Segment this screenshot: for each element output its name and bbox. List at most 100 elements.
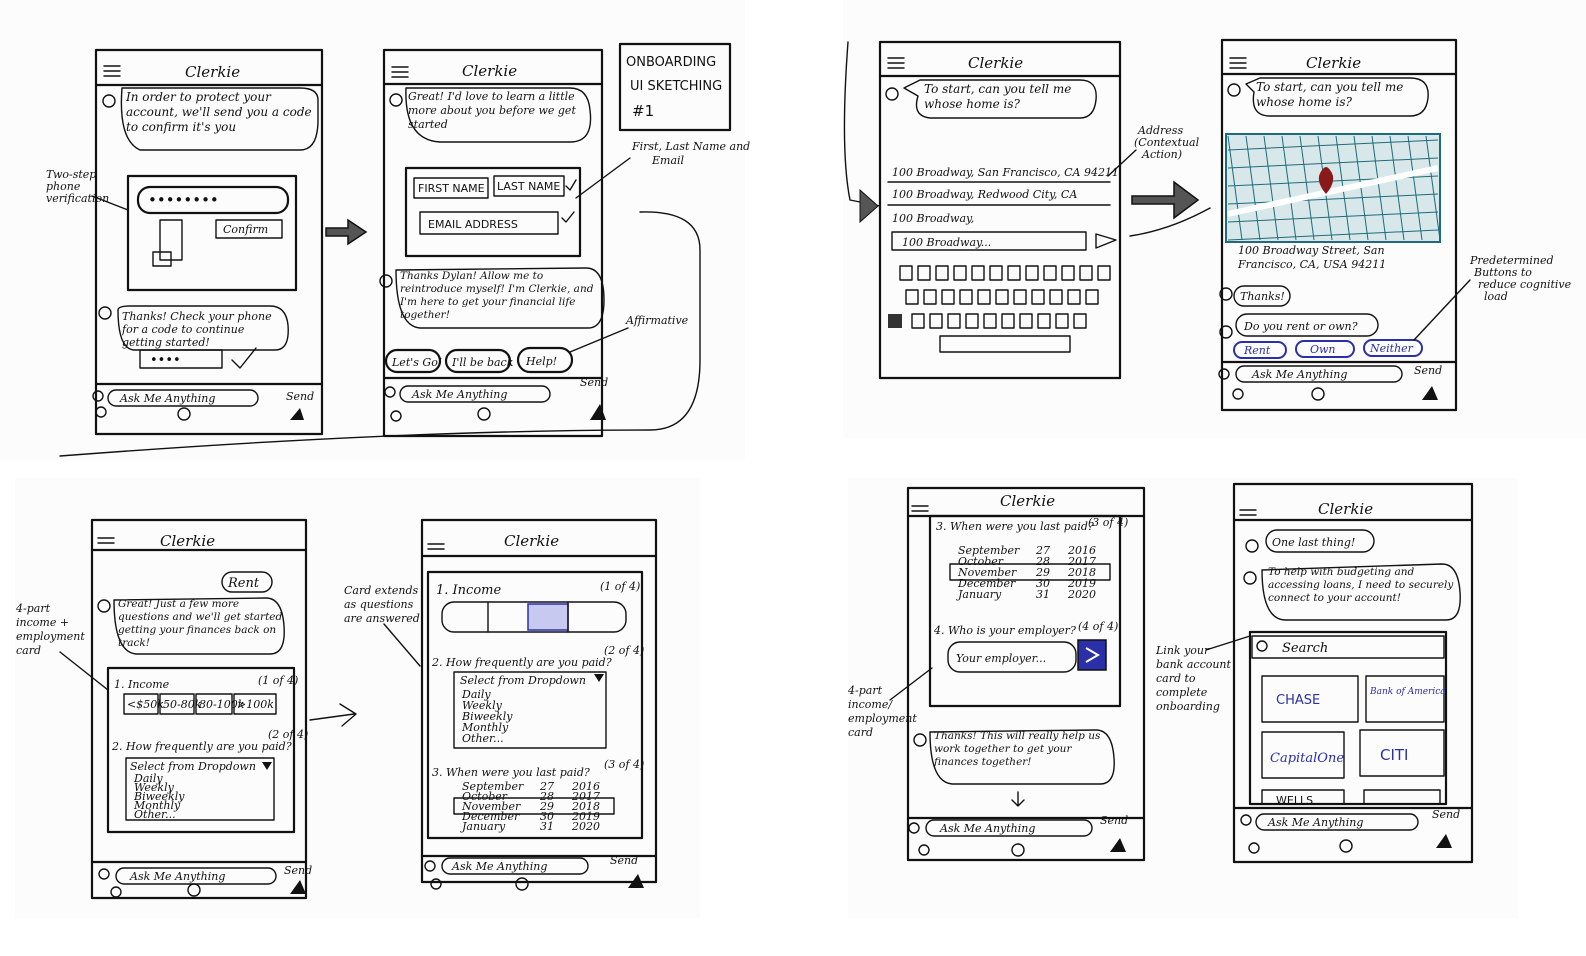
keyboard-key[interactable] [1007, 265, 1021, 281]
ask-input[interactable] [107, 389, 259, 407]
year-option[interactable]: 2018 [571, 800, 600, 813]
profile-icon[interactable] [515, 877, 529, 891]
day-option[interactable]: 29 [1035, 566, 1050, 579]
ask-input[interactable] [1235, 365, 1403, 383]
keyboard-key[interactable] [899, 265, 913, 281]
lightbulb-icon[interactable] [110, 886, 122, 898]
rent-button[interactable] [1233, 341, 1287, 359]
phone-number-input[interactable] [136, 185, 290, 215]
year-option[interactable]: 2019 [571, 810, 600, 823]
month-option[interactable]: January [956, 588, 1002, 601]
income-option[interactable] [123, 693, 159, 715]
year-option[interactable]: 2018 [1067, 566, 1096, 579]
keyboard-key[interactable] [911, 313, 925, 329]
menu-icon[interactable] [1229, 57, 1247, 69]
lightbulb-icon[interactable] [1248, 842, 1260, 854]
dropdown-item[interactable]: Biweekly [461, 710, 513, 723]
month-option[interactable]: November [461, 800, 521, 813]
plus-icon[interactable] [98, 868, 110, 880]
income-selected[interactable] [527, 603, 569, 631]
mascot-icon[interactable] [590, 404, 606, 420]
day-option[interactable]: 31 [540, 820, 554, 833]
own-button[interactable] [1295, 340, 1355, 358]
mascot-icon[interactable] [628, 874, 644, 888]
month-option[interactable]: December [461, 810, 520, 823]
menu-icon[interactable] [1239, 509, 1257, 516]
year-option[interactable]: 2017 [571, 790, 600, 803]
year-option[interactable]: 2016 [571, 780, 600, 793]
income-option[interactable] [233, 693, 277, 715]
send-label[interactable]: Send [286, 390, 314, 403]
keyboard-key[interactable] [1097, 265, 1111, 281]
dropdown-item[interactable]: Monthly [133, 799, 181, 812]
profile-icon[interactable] [177, 407, 191, 421]
bank-tile-boa[interactable] [1365, 675, 1445, 723]
mascot-icon[interactable] [1422, 386, 1438, 400]
first-name-input[interactable] [413, 177, 489, 199]
plus-icon[interactable] [1218, 368, 1230, 380]
send-label[interactable]: Send [1414, 364, 1442, 377]
income-option[interactable] [159, 693, 195, 715]
keyboard-key[interactable] [1049, 289, 1063, 305]
dropdown-item[interactable]: Other... [462, 732, 504, 745]
keyboard-key[interactable] [1001, 313, 1015, 329]
dropdown-item[interactable]: Daily [133, 772, 163, 785]
ask-input[interactable] [925, 819, 1093, 837]
menu-icon[interactable] [911, 505, 929, 512]
month-option[interactable]: September [462, 780, 524, 793]
keyboard-key[interactable] [905, 289, 919, 305]
mascot-icon[interactable] [1110, 838, 1126, 852]
keyboard-key[interactable] [1079, 265, 1093, 281]
lets-go-button[interactable] [384, 348, 442, 374]
dropdown-list[interactable]: DailyWeeklyBiweeklyMonthlyOther... [461, 688, 513, 745]
plus-icon[interactable] [384, 386, 396, 398]
keyboard-key[interactable] [1019, 313, 1033, 329]
lightbulb-icon[interactable] [430, 878, 442, 890]
bank-tile-capitalone[interactable] [1261, 731, 1345, 779]
month-option[interactable]: November [957, 566, 1017, 579]
suggestion-1[interactable]: 100 Broadway, San Francisco, CA 94211 [892, 166, 1119, 179]
send-label[interactable]: Send [1100, 814, 1128, 827]
send-arrow-icon[interactable] [1095, 233, 1117, 249]
profile-icon[interactable] [1339, 839, 1353, 853]
keyboard-key[interactable] [965, 313, 979, 329]
suggestion-2[interactable]: 100 Broadway, Redwood City, CA [892, 188, 1077, 201]
day-option[interactable]: 28 [539, 790, 554, 803]
lightbulb-icon[interactable] [918, 844, 930, 856]
day-option[interactable]: 30 [540, 810, 554, 823]
day-option[interactable]: 31 [1036, 588, 1050, 601]
dropdown-item[interactable]: Weekly [134, 781, 175, 794]
ask-input[interactable] [441, 857, 589, 875]
lightbulb-icon[interactable] [1232, 388, 1244, 400]
day-option[interactable]: 28 [1035, 555, 1050, 568]
email-input[interactable] [419, 211, 559, 235]
keyboard-key[interactable] [917, 265, 931, 281]
day-option[interactable]: 29 [539, 800, 554, 813]
month-option[interactable]: January [460, 820, 506, 833]
month-option[interactable]: October [958, 555, 1004, 568]
dropdown-item[interactable]: Monthly [461, 721, 509, 734]
lightbulb-icon[interactable] [95, 406, 107, 418]
last-name-input[interactable] [493, 175, 565, 197]
ask-input[interactable] [1255, 813, 1419, 831]
be-back-button[interactable] [444, 348, 512, 374]
keyboard-key[interactable] [989, 265, 1003, 281]
dropdown-item[interactable]: Weekly [462, 699, 503, 712]
keyboard-key[interactable] [1067, 289, 1081, 305]
profile-icon[interactable] [1011, 843, 1025, 857]
keyboard-key[interactable] [971, 265, 985, 281]
frequency-dropdown[interactable] [125, 757, 275, 821]
plus-icon[interactable] [92, 390, 104, 402]
dropdown-item[interactable]: Daily [461, 688, 491, 701]
send-label[interactable]: Send [580, 376, 608, 389]
submit-employer-button[interactable] [1077, 639, 1107, 671]
address-input[interactable] [891, 231, 1087, 251]
plus-icon[interactable] [908, 822, 920, 834]
keyboard-key[interactable] [1085, 289, 1099, 305]
keyboard-key[interactable] [1043, 265, 1057, 281]
send-label[interactable]: Send [1432, 808, 1460, 821]
mascot-icon[interactable] [290, 408, 304, 420]
suggestion-3[interactable]: 100 Broadway, [892, 212, 974, 225]
